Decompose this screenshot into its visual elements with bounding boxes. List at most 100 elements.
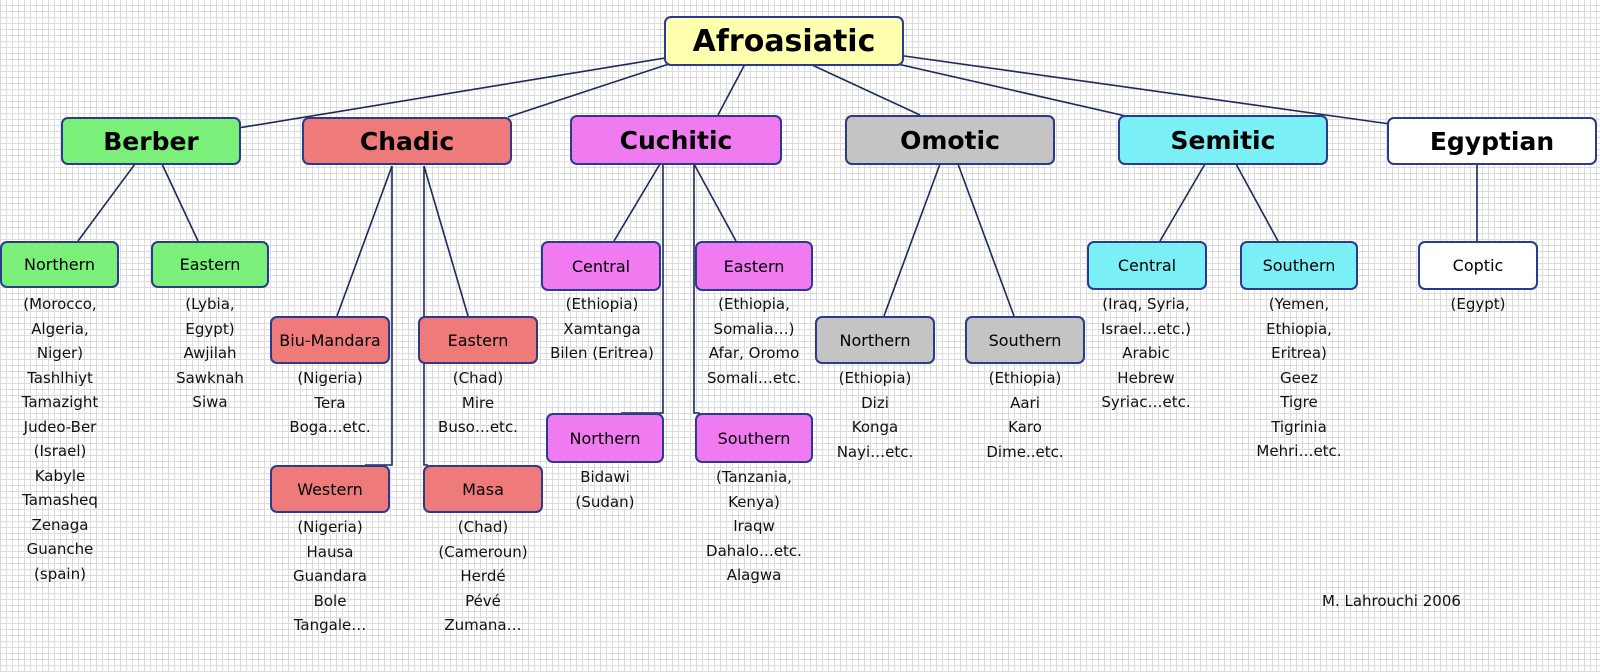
language-item: Egypt): [185, 319, 235, 338]
language-item: Hebrew: [1117, 368, 1175, 387]
language-item: Geez: [1280, 368, 1318, 387]
node-omotic-southern: Southern: [965, 316, 1085, 364]
language-item: Aari: [1010, 393, 1040, 412]
language-item: Arabic: [1122, 344, 1170, 362]
language-item: Ethiopia,: [1266, 319, 1332, 338]
language-item: Somali…etc.: [707, 368, 801, 387]
node-chadic: Chadic: [302, 117, 512, 165]
language-item: Mehri…etc.: [1256, 442, 1342, 460]
node-berber-eastern: Eastern: [151, 241, 269, 288]
language-item: Guanche: [26, 540, 94, 558]
node-semitic-central: Central: [1087, 241, 1207, 290]
author-credit: M. Lahrouchi 2006: [1322, 592, 1461, 610]
language-item: Konga: [851, 418, 899, 436]
language-item: Tangale…: [293, 616, 367, 634]
node-chadic-western: Western: [270, 465, 390, 513]
language-item: Bilen (Eritrea): [550, 344, 654, 362]
node-chadic-eastern: Eastern: [418, 316, 538, 364]
node-chadic-masa: Masa: [423, 465, 543, 513]
language-item: (Nigeria): [297, 369, 363, 387]
language-item: Guandara: [293, 567, 367, 585]
language-item: (Tanzania,: [716, 468, 792, 486]
language-item: (Sudan): [575, 492, 635, 511]
language-item: Iraqw: [733, 517, 775, 535]
language-item: Zenaga: [31, 515, 89, 534]
node-semitic: Semitic: [1118, 115, 1328, 165]
language-item: Buso…etc.: [438, 418, 518, 436]
language-item: (Cameroun): [438, 542, 528, 561]
node-cuchitic-eastern: Eastern: [695, 241, 813, 291]
node-berber: Berber: [61, 117, 241, 165]
language-item: (Yemen,: [1268, 295, 1330, 313]
language-item: (Israel): [33, 442, 87, 460]
node-semitic-southern: Southern: [1240, 241, 1358, 290]
language-item: Awjilah: [183, 344, 237, 362]
language-item: Nayi…etc.: [836, 442, 914, 461]
language-item: Niger): [36, 344, 84, 362]
language-item: (Chad): [452, 369, 504, 387]
language-item: Algeria,: [31, 319, 89, 338]
language-item: (Egypt): [1450, 295, 1506, 313]
language-item: (Nigeria): [297, 518, 363, 536]
language-item: (Ethiopia,: [718, 295, 790, 313]
language-item: (Chad): [457, 518, 509, 536]
language-item: Tigre: [1280, 393, 1318, 411]
language-item: Dime..etc.: [986, 442, 1064, 461]
language-item: (Ethiopia): [988, 369, 1062, 387]
language-item: Dizi: [861, 393, 889, 412]
language-item: Israel…etc.): [1101, 319, 1191, 338]
language-item: Mire: [461, 393, 495, 412]
language-item: Tamasheq: [22, 491, 98, 509]
language-item: Judeo-Ber: [23, 417, 97, 436]
language-item: (Ethiopia): [565, 295, 639, 313]
node-egyptian: Egyptian: [1387, 117, 1597, 165]
language-item: Xamtanga: [563, 319, 641, 338]
language-item: Alagwa: [726, 566, 782, 584]
node-berber-northern: Northern: [0, 241, 119, 288]
language-item: Zumana…: [444, 616, 522, 634]
node-afroasiatic: Afroasiatic: [664, 16, 904, 66]
language-item: Kenya): [728, 492, 780, 511]
node-cuchitic-southern: Southern: [695, 413, 813, 463]
list-egyptian-coptic: (Egypt): [1451, 292, 1506, 317]
language-item: Eritrea): [1271, 344, 1327, 362]
language-item: Tamazight: [21, 393, 99, 411]
list-cuchitic-northern: Bidawi (Sudan): [576, 465, 635, 514]
language-item: Afar, Oromo: [708, 344, 800, 362]
language-item: Sawknah: [176, 368, 244, 387]
language-item: Bidawi: [580, 468, 630, 486]
language-item: Tera: [314, 393, 346, 412]
node-cuchitic: Cuchitic: [570, 115, 782, 165]
language-item: (Morocco,: [23, 295, 97, 313]
language-item: Tashlhiyt: [27, 368, 93, 387]
node-chadic-biu-mandara: Biu-Mandara: [270, 316, 390, 364]
language-item: (spain): [34, 564, 86, 583]
language-item: Karo: [1008, 418, 1042, 436]
language-item: Syriac…etc.: [1101, 393, 1191, 411]
language-item: Hausa: [306, 542, 354, 561]
language-item: Tigrinia: [1271, 417, 1327, 436]
language-item: Somalia…): [713, 319, 795, 338]
node-omotic: Omotic: [845, 115, 1055, 165]
language-item: Herdé: [460, 567, 506, 585]
node-cuchitic-central: Central: [541, 241, 661, 291]
language-item: Bole: [313, 591, 347, 610]
language-item: (Iraq, Syria,: [1102, 295, 1190, 313]
language-item: Siwa: [192, 393, 228, 411]
node-omotic-northern: Northern: [815, 316, 935, 364]
language-item: Dahalo…etc.: [706, 541, 802, 560]
language-item: (Ethiopia): [838, 369, 912, 387]
